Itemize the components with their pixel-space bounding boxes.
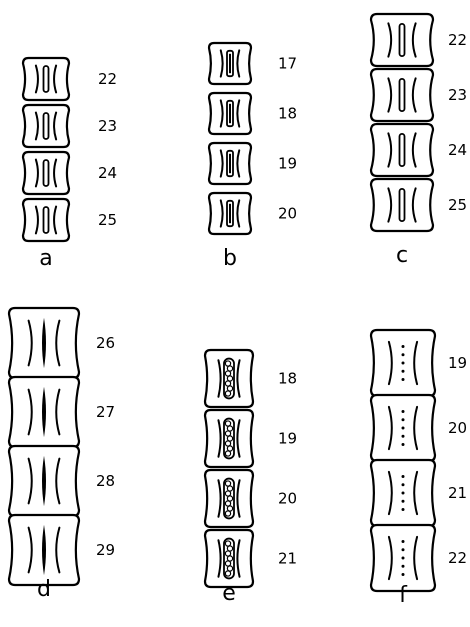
vertebra-number: 20 [278,205,297,223]
notochord-dot [402,427,405,430]
notochord-dot [402,492,405,495]
notochord-dot [402,540,405,543]
vertebra [209,143,251,184]
notochord-dot [402,573,405,576]
vertebra-number: 28 [96,472,115,490]
vertebra [209,193,251,234]
notochord-slit [44,207,49,233]
vertebra [205,470,253,527]
vertebra-number: 26 [96,334,115,352]
panel-label: b [223,246,237,271]
vertebra-number: 21 [278,550,297,568]
vertebra-number: 18 [278,105,297,123]
notochord-fill [229,204,231,223]
notochord-slit [400,24,405,56]
notochord-dot [402,500,405,503]
notochord-fill [229,154,231,173]
vertebra-number: 24 [448,141,467,159]
notochord-dot [402,508,405,511]
vertebra [371,69,433,121]
panel-c: 22 23 24 25 c [371,14,467,268]
panel-label: e [222,581,236,606]
notochord-fill [229,104,231,123]
vertebra-number: 19 [278,430,297,448]
notochord-dot [402,565,405,568]
vertebra [23,152,69,194]
notochord-dot [402,370,405,373]
vertebra-number: 18 [278,370,297,388]
panel-label: c [396,243,408,268]
vertebra [371,525,435,591]
notochord-bead [225,511,230,516]
notochord-slit [400,134,405,166]
vertebra-number: 19 [448,354,467,372]
vertebra [9,377,79,447]
vertebra [205,410,253,467]
vertebra [23,199,69,241]
notochord-dot [402,410,405,413]
notochord-dot [402,557,405,560]
vertebra-number: 29 [96,541,115,559]
vertebra [209,43,251,84]
panel-a: 22 23 24 25 a [23,58,117,271]
vertebra [371,395,435,461]
vertebra-number: 20 [448,419,467,437]
notochord-slit [44,66,49,92]
notochord-dot [402,418,405,421]
vertebra-number: 17 [278,55,297,73]
notochord-dot [402,362,405,365]
vertebra [371,14,433,66]
vertebra [371,124,433,176]
panel-e: 18 19 20 21 e [205,350,297,606]
vertebra [9,515,79,585]
panel-label: f [399,583,408,608]
notochord-dot [402,443,405,446]
vertebra [371,179,433,231]
panel-f: 19 20 21 22 f [371,330,467,608]
vertebra-number: 22 [98,70,117,88]
notochord-bead [225,451,230,456]
notochord-dot [402,475,405,478]
vertebra-number: 22 [448,31,467,49]
notochord-bead [225,391,230,396]
vertebra-number: 25 [98,211,117,229]
vertebra [371,330,435,396]
notochord-dot [402,353,405,356]
panel-label: d [37,577,51,602]
notochord-slit [400,189,405,221]
vertebra-number: 27 [96,403,115,421]
vertebra [205,530,253,587]
notochord-slit [400,79,405,111]
vertebra-number: 25 [448,196,467,214]
vertebra [205,350,253,407]
notochord-slit [44,160,49,186]
notochord-dot [402,548,405,551]
vertebra [371,460,435,526]
notochord-dot [402,483,405,486]
notochord-dot [402,345,405,348]
vertebra-number: 24 [98,164,117,182]
notochord-dot [402,378,405,381]
vertebra-number: 23 [448,86,467,104]
vertebra-number: 23 [98,117,117,135]
notochord-slit [44,113,49,139]
notochord-bead [225,571,230,576]
notochord-dot [402,435,405,438]
panel-b: 17 18 19 20 b [209,43,297,271]
vertebra [23,105,69,147]
panel-d: 26 27 28 29 d [9,308,115,602]
vertebra [23,58,69,100]
vertebra-number: 21 [448,484,467,502]
vertebra-number: 20 [278,490,297,508]
notochord-fill [229,54,231,73]
vertebra-number: 19 [278,155,297,173]
vertebra [9,446,79,516]
panel-label: a [39,246,52,271]
vertebra [9,308,79,378]
vertebra [209,93,251,134]
vertebra-number: 22 [448,549,467,567]
